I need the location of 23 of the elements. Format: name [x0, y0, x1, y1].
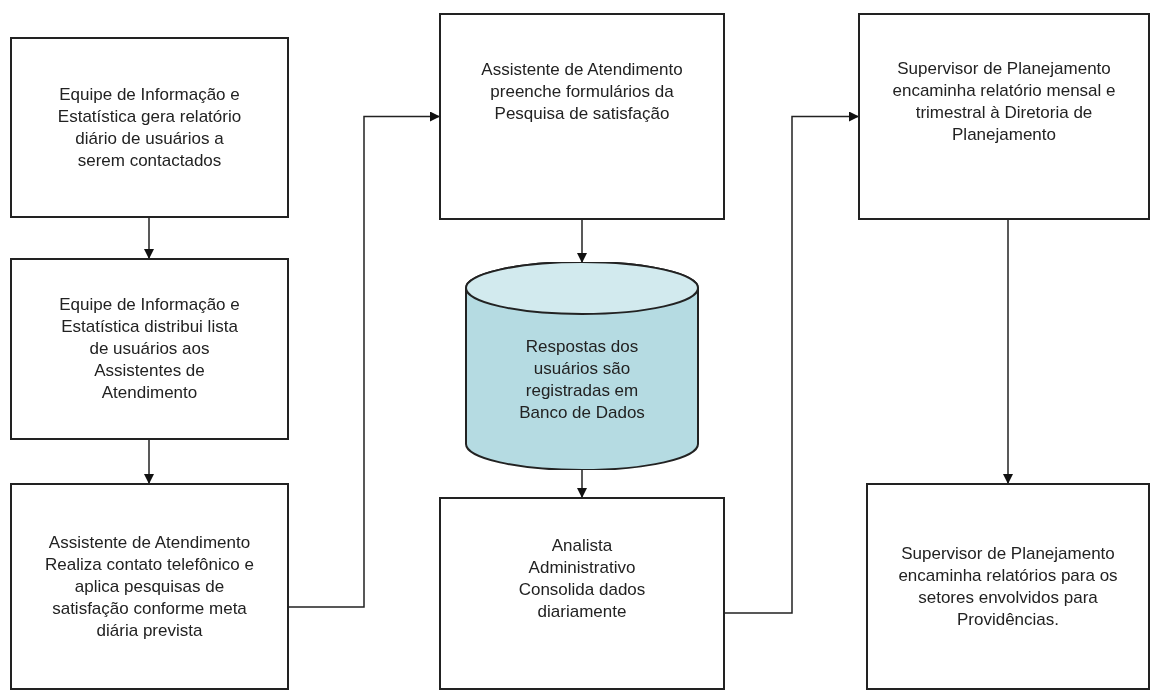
arrow	[144, 439, 154, 484]
node-text: Supervisor de Planejamento encaminha relatórios para os setores envolvidos para Providências.	[898, 542, 1118, 631]
process-box	[866, 483, 1150, 690]
arrow	[577, 469, 587, 498]
process-box	[858, 13, 1150, 220]
database-cylinder	[465, 262, 699, 470]
process-box	[10, 37, 289, 218]
arrow	[577, 219, 587, 263]
arrow	[288, 111, 440, 608]
arrow	[144, 217, 154, 259]
process-box	[439, 13, 725, 220]
node-text: Assistente de Atendimento preenche formulários da Pesquisa de satisfação	[481, 58, 683, 125]
node-text: Analista Administrativo Consolida dados diariamente	[517, 534, 647, 623]
node-text: Equipe de Informação e Estatística distribui lista de usuários aos Assistentes de Atendimento	[58, 294, 241, 404]
node-text: Respostas dos usuários são registradas em Banco de Dados	[518, 336, 646, 424]
node-text: Supervisor de Planejamento encaminha relatório mensal e trimestral à Diretoria de Planejamento	[891, 57, 1117, 146]
arrow	[1003, 219, 1013, 484]
arrow	[724, 111, 859, 614]
process-box	[10, 483, 289, 690]
process-box	[10, 258, 289, 440]
process-box	[439, 497, 725, 690]
node-text: Assistente de Atendimento Realiza contato telefônico e aplica pesquisas de satisfação conforme meta diária prevista	[44, 531, 255, 642]
node-text: Equipe de Informação e Estatística gera relatório diário de usuários a serem contactados	[56, 83, 243, 172]
